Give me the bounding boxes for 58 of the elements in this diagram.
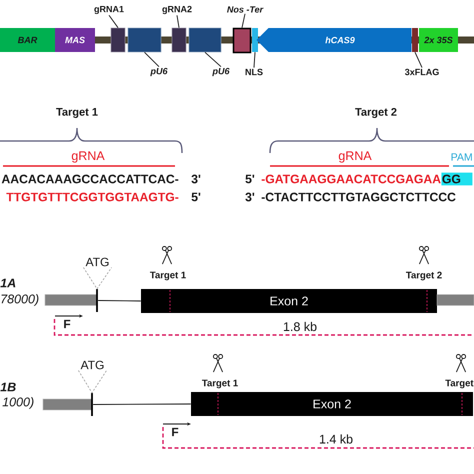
utr-box bbox=[42, 398, 92, 410]
sequence-text: -GATGAAGGAACATCCGAGAA bbox=[262, 174, 441, 184]
element-label: Nos -Ter bbox=[227, 6, 264, 13]
leader-line bbox=[242, 13, 246, 28]
leader-line bbox=[144, 52, 160, 68]
size-label: 1.4 kb bbox=[320, 434, 352, 444]
region-label: gRNA bbox=[72, 151, 105, 163]
heading: Target 1 bbox=[56, 108, 98, 118]
pointed-gene-box: hCAS9 bbox=[256, 28, 412, 52]
element-label: pU6 bbox=[212, 68, 230, 76]
element-box bbox=[172, 28, 186, 52]
region-label: gRNA bbox=[338, 151, 372, 163]
gene-label: 1A bbox=[0, 278, 16, 288]
leader-line bbox=[83, 267, 112, 290]
strand-end-label: 3' bbox=[245, 192, 254, 202]
strand-end-label: 5' bbox=[246, 174, 254, 184]
element-box bbox=[110, 28, 126, 52]
element-box: BAR bbox=[0, 28, 55, 52]
element-box bbox=[188, 28, 222, 52]
intron-line bbox=[98, 300, 142, 302]
element-box: 2x 35S bbox=[419, 28, 458, 52]
sequence-text: AACACAAAGCCACCATTCAC- bbox=[2, 174, 178, 184]
site-label: ATG bbox=[86, 258, 108, 266]
intron-line bbox=[92, 404, 192, 405]
exon-box: Exon 2 bbox=[141, 289, 437, 313]
element-band bbox=[412, 28, 418, 52]
element-box bbox=[128, 28, 162, 52]
utr-box bbox=[436, 294, 474, 306]
heading: Target 2 bbox=[355, 108, 397, 118]
element-box: MAS bbox=[55, 28, 95, 52]
leader-line bbox=[254, 52, 256, 68]
primer-label: F bbox=[64, 320, 70, 328]
leader-line bbox=[176, 14, 180, 28]
exon-box: Exon 2 bbox=[191, 392, 473, 416]
element-label: pU6 bbox=[150, 68, 168, 76]
element-label: gRNA2 bbox=[162, 6, 192, 14]
element-band bbox=[252, 28, 258, 52]
primer-label: F bbox=[172, 428, 178, 436]
leader-line bbox=[78, 370, 107, 394]
sequence-text: -CTACTTCCTTGTAGGCTCTTCCC bbox=[262, 192, 456, 202]
element-label: gRNA1 bbox=[94, 6, 124, 14]
utr-box bbox=[44, 294, 98, 306]
sequence-text: TTGTGTTTCGGTGGTAAGTG- bbox=[6, 192, 178, 202]
strand-end-label: 5' bbox=[192, 192, 200, 202]
highlighted-sequence: GG bbox=[441, 172, 472, 186]
site-label: ATG bbox=[80, 360, 104, 370]
leader-line bbox=[414, 52, 422, 68]
region-label: PAM bbox=[452, 153, 472, 161]
target-label: Target 2 bbox=[406, 272, 442, 280]
gene-label: 1B bbox=[0, 382, 16, 392]
start-tick bbox=[91, 393, 93, 416]
element-label: NLS bbox=[246, 68, 263, 76]
strand-end-label: 3' bbox=[191, 174, 200, 184]
leader-line bbox=[204, 52, 222, 68]
leader-line bbox=[108, 14, 118, 28]
element-label: 3xFLAG bbox=[404, 68, 439, 76]
start-tick bbox=[96, 289, 98, 312]
element-box bbox=[232, 28, 252, 54]
